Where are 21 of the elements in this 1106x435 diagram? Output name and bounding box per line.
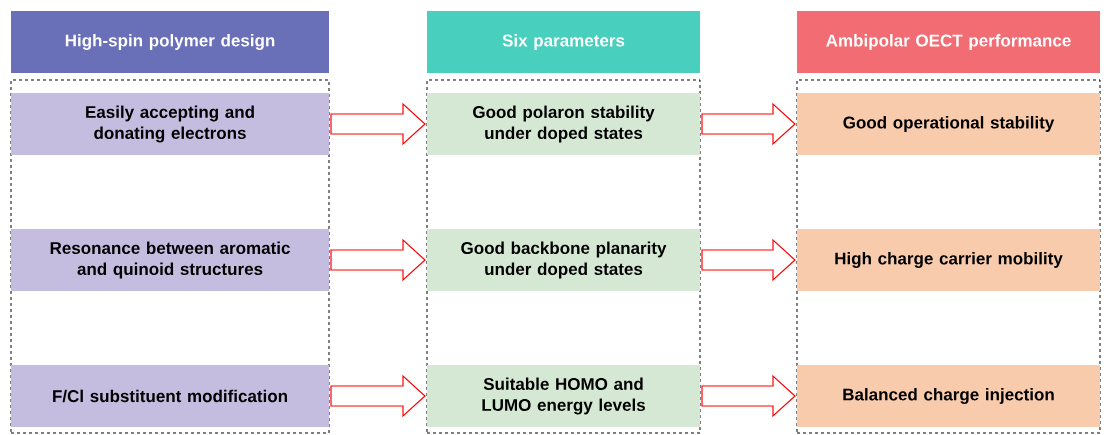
block-arrow [330, 238, 426, 282]
header-box: High-spin polymer design [11, 11, 329, 73]
text-box: Good polaron stability under doped states [427, 93, 700, 155]
text-box: Resonance between aromatic and quinoid structures [11, 229, 329, 291]
dashed-frame [10, 79, 330, 434]
block-arrow [330, 102, 426, 146]
text-box: Easily accepting and donating electrons [11, 93, 329, 155]
block-arrow [701, 238, 796, 282]
text-box: Balanced charge injection [797, 365, 1100, 427]
dashed-frame [426, 79, 701, 434]
block-arrow [701, 374, 796, 418]
dashed-frame [796, 79, 1101, 434]
block-arrow [701, 102, 796, 146]
text-box: Good operational stability [797, 93, 1100, 155]
text-box: High charge carrier mobility [797, 229, 1100, 291]
text-box: Good backbone planarity under doped states [427, 229, 700, 291]
block-arrow [330, 374, 426, 418]
header-box: Six parameters [427, 11, 700, 73]
text-box: F/Cl substituent modification [11, 365, 329, 427]
header-box: Ambipolar OECT performance [797, 11, 1100, 73]
text-box: Suitable HOMO and LUMO energy levels [427, 365, 700, 427]
